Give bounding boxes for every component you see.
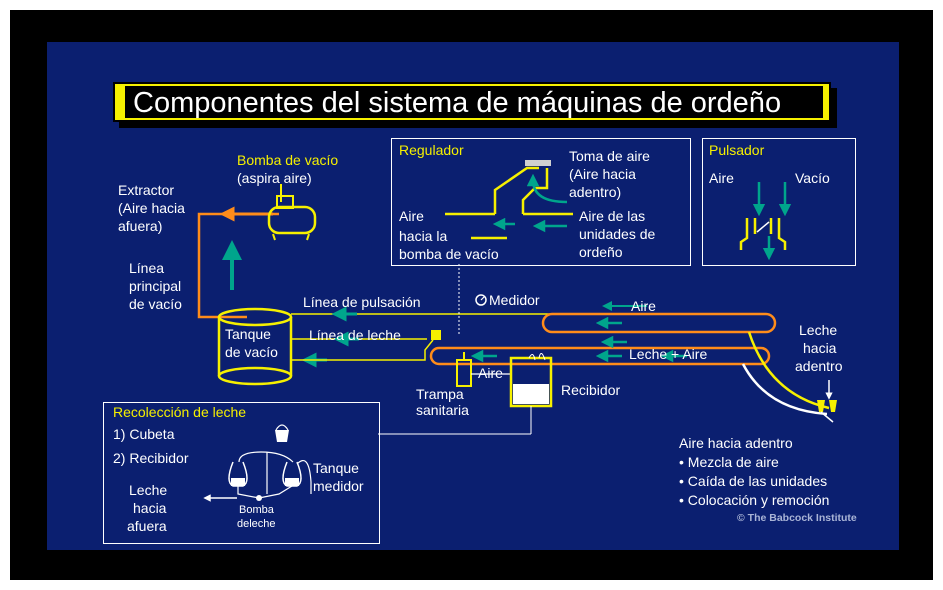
milk-in-label3: adentro — [795, 358, 843, 374]
vacuum-pump — [267, 184, 317, 241]
collection-item-2: 2) Recibidor — [113, 450, 189, 466]
milk-in-label1: Leche — [799, 322, 838, 338]
collection-item-1: 1) Cubeta — [113, 426, 175, 442]
extractor-line3: afuera) — [118, 218, 163, 234]
teat-cups — [817, 400, 837, 423]
title-banner: Componentes del sistema de máquinas de o… — [113, 82, 831, 122]
milk-hose-white — [741, 363, 828, 416]
milk-pump-2: deleche — [237, 518, 276, 530]
collection-tank-2: medidor — [313, 478, 364, 494]
vacuum-tank-label1: Tanque — [225, 326, 271, 342]
main-vacuum-line — [197, 212, 279, 319]
milk-hose-yellow — [747, 331, 830, 410]
pump-name: Bomba de vacío — [237, 152, 339, 168]
extractor-line2: (Aire hacia — [118, 200, 185, 216]
regulator-intake-2: (Aire hacia — [569, 166, 636, 182]
milk-line-label: Línea de leche — [309, 327, 401, 343]
diagram-panel: Componentes del sistema de máquinas de o… — [47, 42, 899, 550]
bucket-icon — [275, 424, 289, 442]
milk-line-loop — [429, 346, 771, 366]
air-in-title: Aire hacia adentro — [679, 435, 793, 451]
pulsator-title: Pulsador — [709, 142, 765, 158]
milk-trap-valve — [431, 330, 441, 340]
regulator-from-units-3: ordeño — [579, 244, 623, 260]
receiver-label: Recibidor — [561, 382, 621, 398]
air-in-bullet-1: • Mezcla de aire — [679, 454, 779, 470]
gauge-label: Medidor — [489, 292, 540, 308]
collection-box — [103, 402, 380, 544]
milk-in-label2: hacia — [803, 340, 837, 356]
air-in-bullet-3: • Colocación y remoción — [679, 492, 830, 508]
main-line-label1: Línea — [129, 260, 165, 276]
pulsation-air-label: Aire — [631, 298, 656, 314]
milk-air-label: Leche + Aire — [629, 346, 708, 362]
pump-subtitle: (aspira aire) — [237, 170, 312, 186]
regulator-from-units-2: unidades de — [579, 226, 656, 242]
regulator-intake-3: adentro) — [569, 184, 622, 200]
regulator-from-units-1: Aire de las — [579, 208, 646, 224]
pulsator-valve — [739, 218, 787, 250]
receiver — [509, 353, 553, 408]
extractor-line1: Extractor — [118, 182, 175, 198]
milk-out-1: Leche — [129, 482, 168, 498]
pulsator-box — [702, 138, 856, 266]
gauge-icon — [475, 294, 487, 306]
credit-text: © The Babcock Institute — [737, 512, 857, 524]
main-line-label3: de vacío — [129, 296, 182, 312]
page-title: Componentes del sistema de máquinas de o… — [125, 86, 823, 119]
regulator-to-pump-3: bomba de vacío — [399, 246, 499, 262]
milk-pump-1: Bomba — [239, 504, 274, 516]
pulsation-line-label: Línea de pulsación — [303, 294, 421, 310]
regulator-to-pump-1: Aire — [399, 208, 424, 224]
trap-label1: Trampa — [416, 386, 464, 402]
pulsator-air: Aire — [709, 170, 734, 186]
pulsation-loop — [541, 312, 777, 334]
main-line-label2: principal — [129, 278, 182, 294]
regulator-intake-1: Toma de aire — [569, 148, 650, 164]
regulator-to-pump-2: hacia la — [399, 228, 448, 244]
system-schematic — [197, 160, 837, 502]
collection-title: Recolección de leche — [113, 404, 247, 420]
regulator-title: Regulador — [399, 142, 464, 158]
trap-air-label: Aire — [478, 365, 503, 381]
air-in-bullet-2: • Caída de las unidades — [679, 473, 828, 489]
vacuum-tank — [217, 307, 293, 386]
regulator-box — [391, 138, 691, 266]
collection-receivers — [228, 451, 312, 501]
trap-label2: sanitaria — [416, 402, 469, 418]
milk-out-2: hacia — [133, 500, 167, 516]
milk-out-3: afuera — [127, 518, 167, 534]
collection-tank-1: Tanque — [313, 460, 359, 476]
vacuum-tank-label2: de vacío — [225, 344, 278, 360]
pulsator-vacuum: Vacío — [795, 170, 830, 186]
